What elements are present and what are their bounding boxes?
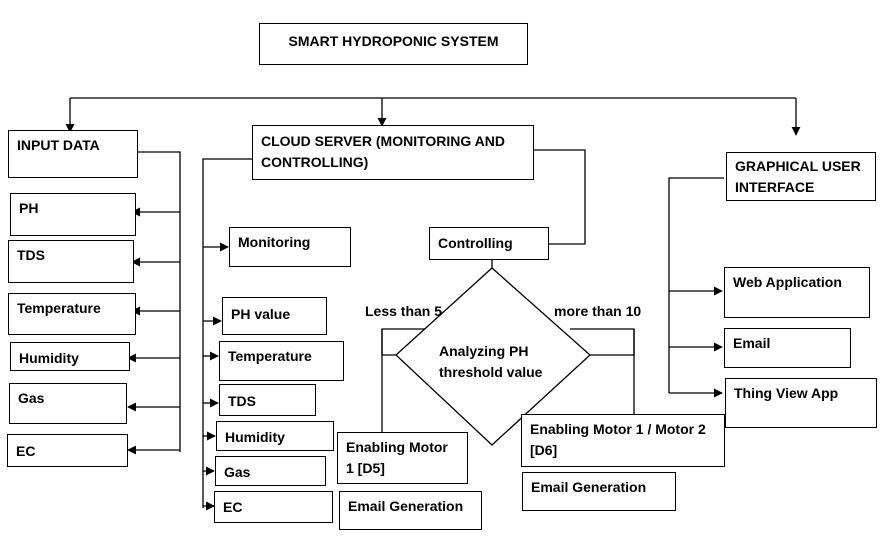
- enable-motor-less-text: Enabling Motor 1 [D5]: [346, 439, 448, 476]
- enable-motor-more-text: Enabling Motor 1 / Motor 2 [D6]: [530, 421, 706, 458]
- monitoring-item-ph-value-text: PH value: [231, 306, 291, 322]
- cloud-server-header-text: CLOUD SERVER (MONITORING AND CONTROLLING…: [261, 133, 505, 170]
- email-generation-less-text: Email Generation: [348, 498, 464, 514]
- monitoring-item-ec-text: EC: [223, 499, 243, 515]
- email-generation-more-box: Email Generation: [522, 472, 676, 511]
- input-item-temperature-text: Temperature: [17, 300, 101, 316]
- more-than-label: more than 10: [554, 303, 642, 319]
- monitoring-item-ec: EC: [214, 491, 333, 523]
- diagram-title: SMART HYDROPONIC SYSTEM: [259, 23, 528, 65]
- monitoring-item-humidity-text: Humidity: [225, 429, 285, 445]
- input-item-temperature: Temperature: [8, 293, 136, 335]
- input-item-ec-text: EC: [16, 443, 36, 459]
- gui-item-thing-view-app: Thing View App: [725, 378, 877, 428]
- controlling-label: Controlling: [438, 235, 513, 251]
- input-item-tds-text: TDS: [17, 247, 45, 263]
- monitoring-item-gas-text: Gas: [224, 464, 251, 480]
- input-item-ph-text: PH: [19, 200, 39, 216]
- input-item-gas-text: Gas: [18, 390, 45, 406]
- input-item-gas: Gas: [9, 383, 127, 424]
- email-generation-less-box: Email Generation: [339, 491, 482, 530]
- less-than-label: Less than 5: [365, 303, 443, 319]
- monitoring-item-temperature: Temperature: [219, 341, 344, 381]
- monitoring-item-temperature-text: Temperature: [228, 348, 312, 364]
- email-generation-more-text: Email Generation: [531, 479, 647, 495]
- gui-item-email-text: Email: [733, 335, 771, 351]
- input-item-ph: PH: [10, 193, 136, 236]
- controlling-box: Controlling: [429, 227, 549, 260]
- input-item-ec: EC: [7, 434, 128, 467]
- cloud-server-header: CLOUD SERVER (MONITORING AND CONTROLLING…: [252, 125, 534, 180]
- monitoring-item-tds: TDS: [219, 384, 316, 416]
- enable-motor-more-box: Enabling Motor 1 / Motor 2 [D6]: [521, 414, 725, 467]
- input-data-header: INPUT DATA: [8, 130, 138, 178]
- gui-item-thing-view-app-text: Thing View App: [734, 385, 839, 401]
- gui-header-text: GRAPHICAL USER INTERFACE: [735, 158, 861, 195]
- decision-text: Analyzing PH threshold value: [439, 343, 543, 380]
- input-data-header-text: INPUT DATA: [17, 137, 100, 153]
- gui-header: GRAPHICAL USER INTERFACE: [726, 152, 876, 201]
- monitoring-item-tds-text: TDS: [228, 393, 256, 409]
- diagram-title-text: SMART HYDROPONIC SYSTEM: [288, 33, 499, 49]
- monitoring-label: Monitoring: [238, 234, 311, 250]
- input-item-tds: TDS: [8, 240, 134, 283]
- monitoring-box: Monitoring: [229, 227, 351, 267]
- input-item-humidity: Humidity: [10, 342, 130, 371]
- monitoring-item-gas: Gas: [215, 456, 326, 486]
- gui-item-web-application: Web Application: [724, 267, 870, 318]
- monitoring-item-humidity: Humidity: [216, 421, 334, 451]
- gui-item-email: Email: [724, 328, 851, 368]
- input-item-humidity-text: Humidity: [19, 350, 79, 366]
- enable-motor-less-box: Enabling Motor 1 [D5]: [337, 432, 468, 484]
- monitoring-item-ph-value: PH value: [222, 297, 327, 335]
- gui-item-web-application-text: Web Application: [733, 274, 842, 290]
